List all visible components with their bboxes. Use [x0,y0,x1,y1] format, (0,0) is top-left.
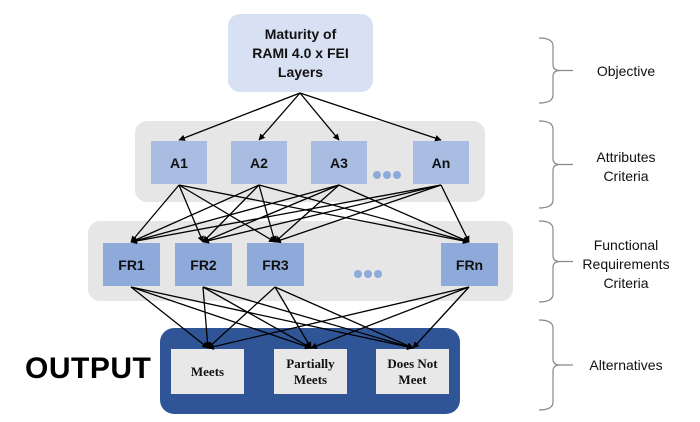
fr-node-fr2: FR2 [175,243,232,286]
edge-a2-to-fr1 [130,184,260,243]
edge-objective-to-a2 [258,92,301,141]
level-label-line: Functional [593,237,659,253]
level-label-line: Criteria [603,168,649,184]
fr-node-fr1: FR1 [103,243,160,286]
edge-fr3-to-partially-meets [274,286,312,349]
edge-a1-to-fr2 [178,184,204,243]
level-label-line: Criteria [603,275,649,291]
dot [354,270,362,278]
dot [374,270,382,278]
dot [383,171,391,179]
level-label-line: Attributes [596,149,656,165]
attribute-node-a1: A1 [151,141,207,184]
edge-an-to-fr1 [130,184,442,245]
alternative-meets: Meets [171,349,244,394]
edge-fr3-to-does-not-meet [274,286,414,349]
edge-frn-to-meets [207,286,470,350]
alternative-line: Meet [398,371,427,387]
edge-a1-to-fr1 [130,184,180,243]
attribute-node-a2: A2 [231,141,287,184]
objective-line: Layers [277,63,324,80]
edge-fr1-to-does-not-meet [130,286,414,350]
edge-a2-to-frn [258,184,470,244]
edge-fr3-to-meets [207,286,276,349]
level-label-attributes-criteria: Attributes Criteria [561,148,691,186]
edge-a2-to-fr2 [202,184,260,243]
edge-fr2-to-does-not-meet [202,286,414,350]
alternative-line: Meets [293,371,328,387]
objective-line: RAMI 4.0 x FEI [252,44,349,61]
output-label: OUTPUT [25,352,152,385]
edge-a1-to-fr3 [178,184,276,243]
alternative-partially-meets: Partially Meets [274,349,347,394]
fr-node-fr3: FR3 [247,243,304,286]
edge-objective-to-a1 [178,92,301,141]
alternative-does-not-meet: Does Not Meet [376,349,449,394]
ellipsis-icon [354,270,382,278]
brace-icon [538,220,573,303]
edge-fr2-to-partially-meets [202,286,312,349]
dot [373,171,381,179]
fr-node-frn: FRn [441,243,498,286]
attribute-node-an: An [413,141,469,184]
edge-a3-to-fr3 [274,184,340,243]
edge-fr1-to-partially-meets [130,286,312,350]
attribute-node-a3: A3 [311,141,367,184]
edge-a3-to-fr2 [202,184,340,243]
objective-line: Maturity of [264,25,337,42]
level-label-line: Alternatives [589,357,663,373]
edge-a2-to-fr3 [258,184,277,243]
edge-an-to-frn [440,184,470,243]
dot [364,270,372,278]
level-label-line: Objective [596,63,656,79]
edge-frn-to-partially-meets [310,286,470,349]
edge-objective-to-a3 [299,92,340,141]
ellipsis-icon [373,171,401,179]
edge-an-to-fr2 [202,184,442,244]
level-label-line: Requirements [582,256,670,272]
dot [393,171,401,179]
edge-frn-to-does-not-meet [412,286,470,349]
brace-icon [538,37,573,104]
alternative-line: Meets [190,363,225,379]
level-label-alternatives: Alternatives [561,356,691,375]
alternative-line: Partially [286,355,335,371]
level-label-functional-requirements-criteria: Functional Requirements Criteria [561,236,691,293]
edge-fr2-to-meets [202,286,211,349]
objective-node: Maturity of RAMI 4.0 x FEI Layers [228,14,373,92]
brace-icon [538,319,573,411]
edge-objective-to-an [299,92,442,142]
edge-a3-to-fr1 [130,184,340,244]
edge-a3-to-frn [338,184,470,243]
level-label-objective: Objective [561,62,691,81]
edge-fr1-to-meets [130,286,209,349]
edge-an-to-fr3 [274,184,442,244]
alternative-line: Does Not [387,355,438,371]
brace-icon [538,120,573,209]
